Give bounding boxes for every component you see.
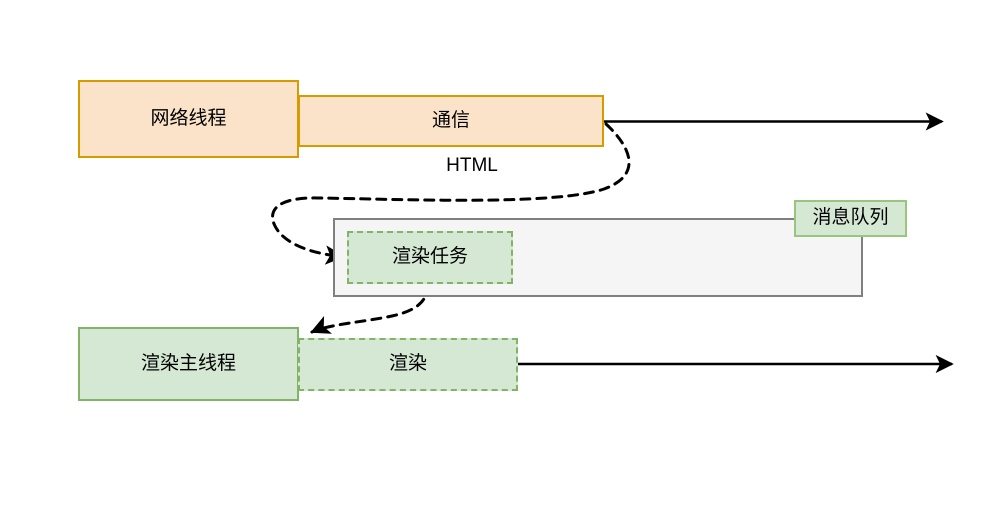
node-network-thread[interactable]: 网络线程 <box>78 80 299 158</box>
node-communication[interactable]: 通信 <box>298 95 604 147</box>
edge-label-html: HTML <box>446 154 498 176</box>
node-render-main-thread[interactable]: 渲染主线程 <box>78 327 299 401</box>
node-render-task[interactable]: 渲染任务 <box>347 231 513 284</box>
node-render[interactable]: 渲染 <box>298 338 518 391</box>
node-message-queue-label[interactable]: 消息队列 <box>794 200 907 237</box>
